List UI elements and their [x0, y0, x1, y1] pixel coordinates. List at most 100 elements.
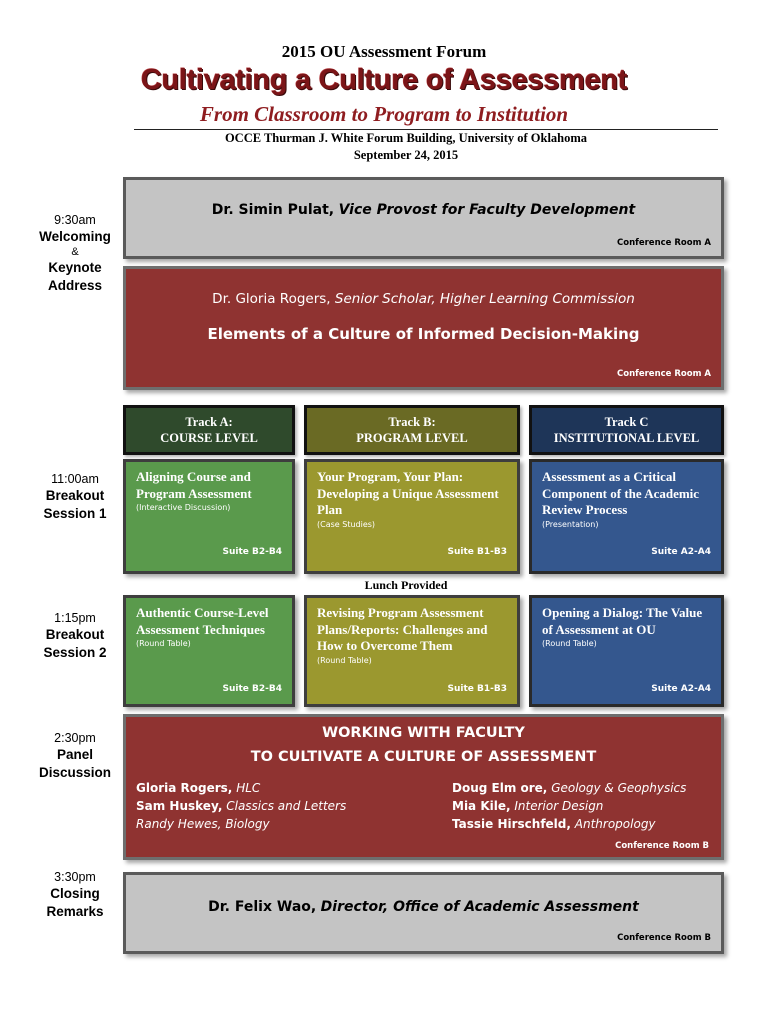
keynote-speaker: Dr. Gloria Rogers, Senior Scholar, Highe… — [126, 291, 721, 307]
page-title: Cultivating a Culture of Assessment — [140, 64, 628, 96]
panelist: Randy Hewes, Biology — [136, 815, 346, 833]
session-title: Assessment as a Critical Component of th… — [542, 469, 700, 517]
panelist-name: Doug Elm ore, — [452, 781, 548, 795]
time-label: Session 1 — [43, 506, 107, 521]
session-title: Opening a Dialog: The Value of Assessmen… — [542, 605, 703, 637]
room-label: Suite A2-A4 — [651, 547, 711, 557]
time-value: 9:30am — [54, 213, 96, 227]
time-label: Breakout — [45, 627, 105, 642]
time-label-amp: & — [71, 246, 79, 258]
room-label: Conference Room B — [615, 841, 709, 851]
time-value: 1:15pm — [54, 611, 96, 625]
panelists-left: Gloria Rogers, HLC Sam Huskey, Classics … — [136, 779, 346, 833]
panelist-affiliation: Randy Hewes, Biology — [136, 817, 270, 831]
forum-label: 2015 OU Assessment Forum — [281, 42, 487, 61]
keynote-speaker-role: Senior Scholar, Higher Learning Commissi… — [334, 291, 635, 307]
time-label: Closing — [50, 886, 100, 901]
track-header-line: PROGRAM LEVEL — [356, 431, 468, 445]
time-label: Welcoming — [39, 229, 111, 244]
welcome-speaker-role: Vice Provost for Faculty Development — [338, 202, 636, 218]
session1-track-c: Assessment as a Critical Component of th… — [529, 459, 724, 574]
panelist-name: Tassie Hirschfeld, — [452, 817, 571, 831]
time-label: Breakout — [45, 488, 105, 503]
lunch-note: Lunch Provided — [364, 578, 448, 592]
panelist: Doug Elm ore, Geology & Geophysics — [452, 779, 686, 797]
panelist: Mia Kile, Interior Design — [452, 797, 686, 815]
panelist-name: Sam Huskey, — [136, 799, 223, 813]
session-title: Your Program, Your Plan: Developing a Un… — [317, 469, 499, 517]
session-title: Authentic Course-Level Assessment Techni… — [136, 605, 269, 637]
closing-speaker-role: Director, Office of Academic Assessment — [320, 899, 639, 915]
track-a-header: Track A: COURSE LEVEL — [123, 405, 295, 455]
session-format: (Round Table) — [317, 655, 372, 665]
time-welcome: 9:30am Welcoming & Keynote Address — [22, 212, 128, 295]
closing-speaker-name: Dr. Felix Wao, — [208, 899, 317, 915]
time-label: Keynote — [48, 260, 102, 275]
session-title: Revising Program Assessment Plans/Report… — [317, 605, 488, 653]
track-header-line: INSTITUTIONAL LEVEL — [553, 431, 700, 445]
time-value: 11:00am — [51, 472, 99, 486]
session-title: Aligning Course and Program Assessment — [136, 469, 252, 501]
panelist: Tassie Hirschfeld, Anthropology — [452, 815, 686, 833]
time-breakout-2: 1:15pm Breakout Session 2 — [22, 610, 128, 662]
session2-track-a: Authentic Course-Level Assessment Techni… — [123, 595, 295, 707]
time-label: Address — [47, 278, 103, 293]
session2-track-b: Revising Program Assessment Plans/Report… — [304, 595, 520, 707]
header-divider — [134, 129, 718, 130]
time-breakout-1: 11:00am Breakout Session 1 — [22, 471, 128, 523]
session1-track-a: Aligning Course and Program Assessment (… — [123, 459, 295, 574]
panelist-affiliation: Classics and Letters — [226, 799, 347, 813]
track-header-line: Track C — [604, 415, 649, 429]
time-label: Panel — [56, 747, 94, 762]
panel-box: WORKING WITH FACULTY TO CULTIVATE A CULT… — [123, 714, 724, 860]
room-label: Suite A2-A4 — [651, 684, 711, 694]
room-label: Suite B1-B3 — [447, 547, 508, 557]
time-closing: 3:30pm Closing Remarks — [22, 869, 128, 921]
closing-box: Dr. Felix Wao, Director, Office of Acade… — [123, 872, 724, 954]
venue-text: OCCE Thurman J. White Forum Building, Un… — [224, 131, 588, 145]
panelists-right: Doug Elm ore, Geology & Geophysics Mia K… — [452, 779, 686, 833]
track-header-line: Track B: — [388, 415, 436, 429]
panelist: Gloria Rogers, HLC — [136, 779, 346, 797]
panel-title-line1: WORKING WITH FACULTY — [322, 725, 525, 741]
track-header-line: Track A: — [185, 415, 233, 429]
keynote-talk-title: Elements of a Culture of Informed Decisi… — [207, 325, 640, 343]
room-label: Suite B2-B4 — [222, 684, 283, 694]
room-label: Conference Room A — [617, 369, 711, 379]
track-b-header: Track B: PROGRAM LEVEL — [304, 405, 520, 455]
session-format: (Presentation) — [542, 519, 599, 529]
session2-track-c: Opening a Dialog: The Value of Assessmen… — [529, 595, 724, 707]
date-text: September 24, 2015 — [353, 148, 459, 162]
panelist-affiliation: HLC — [236, 781, 261, 795]
session-format: (Interactive Discussion) — [136, 503, 231, 512]
welcome-speaker: Dr. Simin Pulat, Vice Provost for Facult… — [126, 202, 721, 218]
panelist-affiliation: Interior Design — [514, 799, 604, 813]
panelist-affiliation: Geology & Geophysics — [551, 781, 687, 795]
session-format: (Round Table) — [542, 639, 597, 648]
time-label: Session 2 — [43, 645, 107, 660]
session-format: (Case Studies) — [317, 519, 376, 529]
session1-track-b: Your Program, Your Plan: Developing a Un… — [304, 459, 520, 574]
keynote-box: Dr. Gloria Rogers, Senior Scholar, Highe… — [123, 266, 724, 390]
keynote-speaker-name: Dr. Gloria Rogers, — [212, 291, 331, 307]
closing-speaker: Dr. Felix Wao, Director, Office of Acade… — [126, 899, 721, 915]
room-label: Suite B1-B3 — [447, 684, 508, 694]
panelist-affiliation: Anthropology — [574, 817, 656, 831]
session-format: (Round Table) — [136, 639, 191, 648]
track-c-header: Track C INSTITUTIONAL LEVEL — [529, 405, 724, 455]
room-label: Conference Room B — [617, 933, 711, 943]
panelist-name: Gloria Rogers, — [136, 781, 233, 795]
welcome-box: Dr. Simin Pulat, Vice Provost for Facult… — [123, 177, 724, 259]
panelist-name: Mia Kile, — [452, 799, 511, 813]
time-value: 2:30pm — [54, 731, 96, 745]
time-label: Remarks — [46, 904, 104, 919]
time-panel: 2:30pm Panel Discussion — [22, 730, 128, 782]
panel-title-line2: TO CULTIVATE A CULTURE OF ASSESSMENT — [250, 749, 597, 765]
time-label: Discussion — [38, 765, 112, 780]
panelist: Sam Huskey, Classics and Letters — [136, 797, 346, 815]
welcome-speaker-name: Dr. Simin Pulat, — [211, 202, 335, 218]
track-header-line: COURSE LEVEL — [160, 431, 258, 445]
room-label: Suite B2-B4 — [222, 547, 283, 557]
page-subtitle: From Classroom to Program to Institution — [199, 102, 569, 126]
room-label: Conference Room A — [617, 238, 711, 248]
